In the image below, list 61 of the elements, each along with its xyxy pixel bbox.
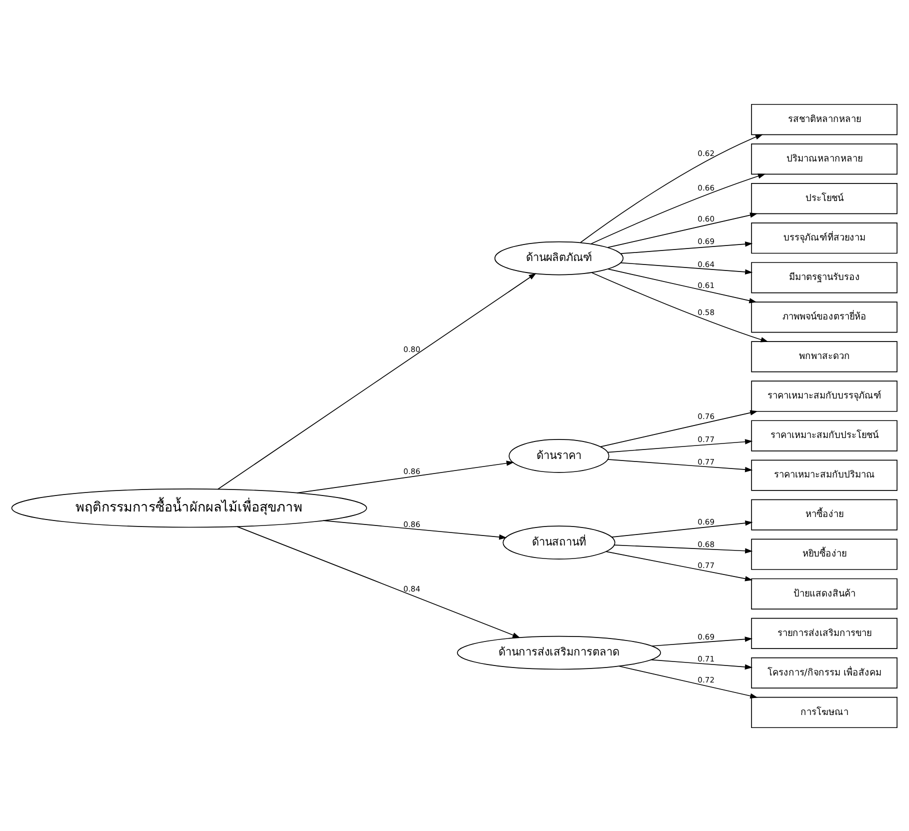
arrow	[606, 550, 753, 581]
edge-label: 0.71	[698, 654, 715, 663]
edge-label: 0.84	[403, 584, 420, 594]
edge-label: 0.64	[698, 259, 715, 268]
arrow	[322, 520, 507, 540]
arrow	[607, 458, 753, 472]
arrow	[618, 665, 758, 698]
edge-label: 0.69	[698, 516, 715, 526]
arrow	[614, 544, 753, 554]
edge-label: 0.86	[403, 466, 420, 476]
arrow	[620, 240, 753, 254]
node-box: ประโยชน์	[751, 182, 898, 214]
edge-label: 0.77	[698, 560, 715, 570]
node-box: หาซื้อง่าย	[751, 498, 898, 530]
node-box: ภาพพจน์ของตรายี่ห้อ	[751, 301, 898, 332]
arrow	[590, 173, 766, 244]
edge-label: 0.86	[403, 519, 420, 528]
node-box: ราคาเหมาะสมกับปริมาณ	[751, 459, 898, 490]
edge-label: 0.58	[698, 307, 715, 316]
node-box: ราคาเหมาะสมกับประโยชน์	[751, 420, 898, 451]
node-box: รสชาติหลากหลาย	[751, 103, 898, 135]
arrow	[236, 526, 520, 638]
edge-label: 0.69	[698, 632, 715, 641]
arrow	[296, 460, 514, 493]
edge-label: 0.60	[698, 214, 715, 223]
arrow	[607, 212, 758, 248]
edge-label: 0.72	[698, 674, 715, 684]
node-ellipse: พฤติกรรมการซื้อน้ำผักผลไม้เพื่อสุขภาพ	[11, 488, 368, 528]
arrow	[592, 272, 768, 342]
edge-label: 0.69	[698, 236, 715, 246]
edge-label: 0.61	[698, 280, 715, 290]
node-box: พกพาสะดวก	[751, 340, 898, 372]
edge-label: 0.68	[698, 539, 715, 548]
arrow	[652, 636, 752, 646]
edge-label: 0.62	[698, 148, 715, 158]
node-box: ปริมาณหลากหลาย	[751, 142, 898, 174]
node-ellipse: ด้านสถานที่	[502, 525, 616, 559]
edge-label: 0.66	[698, 182, 715, 192]
arrow	[607, 438, 753, 452]
node-box: ราคาเหมาะสมกับบรรจุภัณฑ์	[751, 380, 898, 412]
arrow	[580, 134, 763, 242]
arrow	[608, 268, 757, 303]
node-box: โครงการ/กิจกรรม เพื่อสังคม	[751, 656, 898, 688]
edge-label: 0.77	[698, 457, 715, 466]
edge-label: 0.77	[698, 434, 715, 444]
node-box: บรรจุภัณฑ์ที่สวยงาม	[751, 222, 898, 254]
arrow	[611, 520, 753, 538]
arrow	[650, 658, 753, 670]
arrow	[218, 272, 536, 490]
node-ellipse: ด้านราคา	[508, 438, 610, 472]
node-ellipse: ด้านผลิตภัณฑ์	[494, 240, 624, 275]
edge-label: 0.80	[403, 344, 420, 354]
node-ellipse: ด้านการส่งเสริมการตลาด	[456, 635, 662, 670]
node-box: การโฆษณา	[751, 696, 898, 728]
node-box: ป้ายแสดงสินค้า	[751, 578, 898, 609]
arrow	[600, 410, 758, 447]
node-box: มีมาตรฐานรับรอง	[751, 262, 898, 293]
node-box: หยิบซื้อง่าย	[751, 538, 898, 570]
edge-label: 0.76	[698, 412, 715, 421]
node-box: รายการส่งเสริมการขาย	[751, 617, 898, 648]
arrow	[620, 262, 753, 274]
